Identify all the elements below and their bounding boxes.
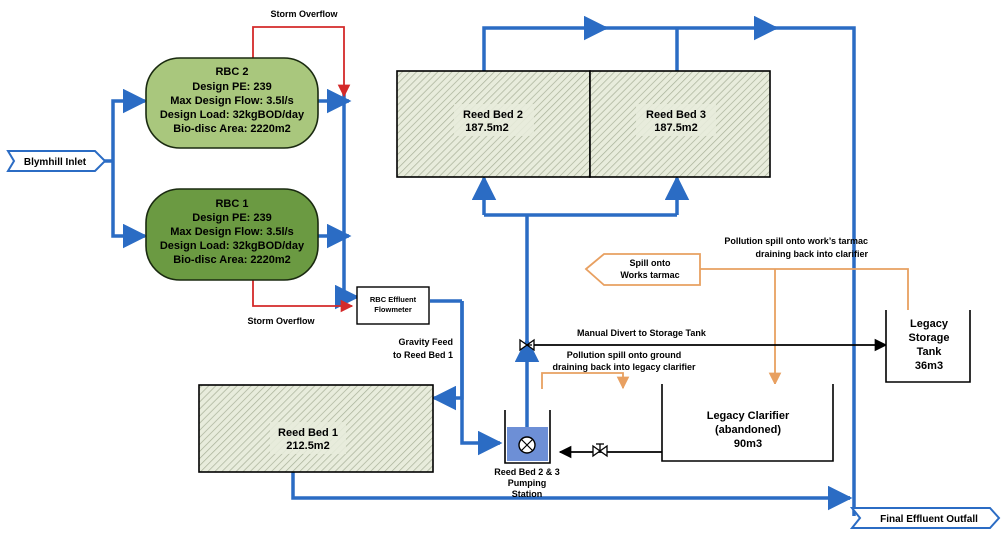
storm-overflow-bottom-line [252, 280, 354, 313]
svg-text:Works tarmac: Works tarmac [620, 270, 679, 280]
rbc2-load: Design Load: 32kgBOD/day [160, 109, 305, 121]
rbc1-unit: RBC 1 Design PE: 239 Max Design Flow: 3.… [145, 188, 319, 281]
divert-lines [527, 338, 888, 459]
return-valve-icon [592, 443, 608, 458]
svg-text:90m3: 90m3 [734, 438, 762, 450]
storm-overflow-top-label: Storm Overflow [270, 9, 338, 19]
rbc1-title: RBC 1 [215, 198, 248, 210]
blymhill-inlet: Blymhill Inlet [6, 150, 107, 172]
rbc1-pe: Design PE: 239 [192, 212, 271, 224]
svg-text:(abandoned): (abandoned) [715, 424, 781, 436]
reed-bed-1-area: 212.5m2 [286, 440, 329, 452]
flowmeter-line1: RBC Effluent [370, 295, 417, 304]
rbc2-title: RBC 2 [215, 66, 248, 78]
final-effluent-outfall: Final Effluent Outfall [849, 507, 1001, 529]
reed-bed-2: Reed Bed 2 187.5m2 [396, 70, 591, 178]
svg-text:to Reed Bed 1: to Reed Bed 1 [393, 350, 453, 360]
storm-overflow-lines [252, 26, 354, 313]
svg-text:Pollution spill onto work’s ta: Pollution spill onto work’s tarmac [724, 236, 868, 246]
svg-text:Gravity Feed: Gravity Feed [398, 337, 453, 347]
pumping-station-line3: Station [512, 489, 543, 499]
tarmac-spill-line [700, 268, 909, 310]
svg-text:Pollution spill onto ground: Pollution spill onto ground [567, 350, 681, 360]
rbc2-area: Bio-disc Area: 2220m2 [173, 123, 291, 135]
manual-divert-label: Manual Divert to Storage Tank [577, 328, 707, 338]
reed-bed-2-name: Reed Bed 2 [463, 109, 523, 121]
storm-overflow-bottom-label: Storm Overflow [247, 316, 315, 326]
reed-bed-outlet-line [482, 26, 856, 516]
svg-text:36m3: 36m3 [915, 360, 943, 372]
reed-bed1-outlet-line [291, 472, 850, 500]
final-outfall-label: Final Effluent Outfall [880, 514, 978, 525]
pumping-station-line1: Reed Bed 2 & 3 [494, 467, 560, 477]
reed-bed-3-area: 187.5m2 [654, 122, 697, 134]
rbc-collector-line [334, 86, 360, 310]
inlet-label: Blymhill Inlet [24, 157, 87, 168]
inlet-to-rbc1-line [111, 161, 148, 249]
pump-feed-line [460, 301, 503, 456]
rbc1-area: Bio-disc Area: 2220m2 [173, 254, 291, 266]
legacy-storage-tank: Legacy Storage Tank 36m3 [885, 310, 971, 383]
svg-text:Spill onto: Spill onto [630, 258, 671, 268]
gravity-feed-label: Gravity Feed to Reed Bed 1 [393, 337, 453, 360]
rbc1-flow: Max Design Flow: 3.5l/s [170, 226, 293, 238]
flowmeter-line2: Flowmeter [374, 305, 412, 314]
ground-spill-line [541, 372, 630, 390]
reed-bed-1-name: Reed Bed 1 [278, 427, 338, 439]
svg-text:Tank: Tank [917, 346, 943, 358]
svg-text:Legacy: Legacy [910, 318, 949, 330]
rbc2-flow: Max Design Flow: 3.5l/s [170, 95, 293, 107]
reed-bed-1: Reed Bed 1 212.5m2 [198, 384, 434, 473]
inlet-to-rbc2-line [111, 88, 148, 161]
storm-overflow-top-line [252, 26, 351, 98]
legacy-clarifier: Legacy Clarifier (abandoned) 90m3 [661, 384, 834, 462]
rbc1-load: Design Load: 32kgBOD/day [160, 240, 305, 252]
svg-text:Storage: Storage [909, 332, 950, 344]
reed-bed-3-name: Reed Bed 3 [646, 109, 706, 121]
rbc2-unit: RBC 2 Design PE: 239 Max Design Flow: 3.… [145, 57, 319, 149]
spill-lines [541, 268, 909, 390]
reed-bed-2-area: 187.5m2 [465, 122, 508, 134]
divert-valve-icon [519, 338, 535, 352]
spill-onto-tarmac-arrow: Spill onto Works tarmac [584, 253, 701, 286]
svg-text:Legacy Clarifier: Legacy Clarifier [707, 410, 790, 422]
ground-spill-note: Pollution spill onto ground draining bac… [552, 350, 696, 372]
rbc-effluent-flowmeter: RBC Effluent Flowmeter [356, 286, 430, 325]
pumping-station-line2: Pumping [508, 478, 547, 488]
flow-lines [104, 15, 856, 516]
rbc2-pe: Design PE: 239 [192, 81, 271, 93]
svg-text:draining back into legacy clar: draining back into legacy clarifier [552, 362, 696, 372]
tarmac-spill-note: Pollution spill onto work’s tarmac drain… [724, 236, 868, 259]
reed-bed-3: Reed Bed 3 187.5m2 [589, 70, 771, 178]
svg-text:draining back into clarifier: draining back into clarifier [755, 249, 868, 259]
pumping-station: Reed Bed 2 & 3 Pumping Station [494, 410, 560, 499]
